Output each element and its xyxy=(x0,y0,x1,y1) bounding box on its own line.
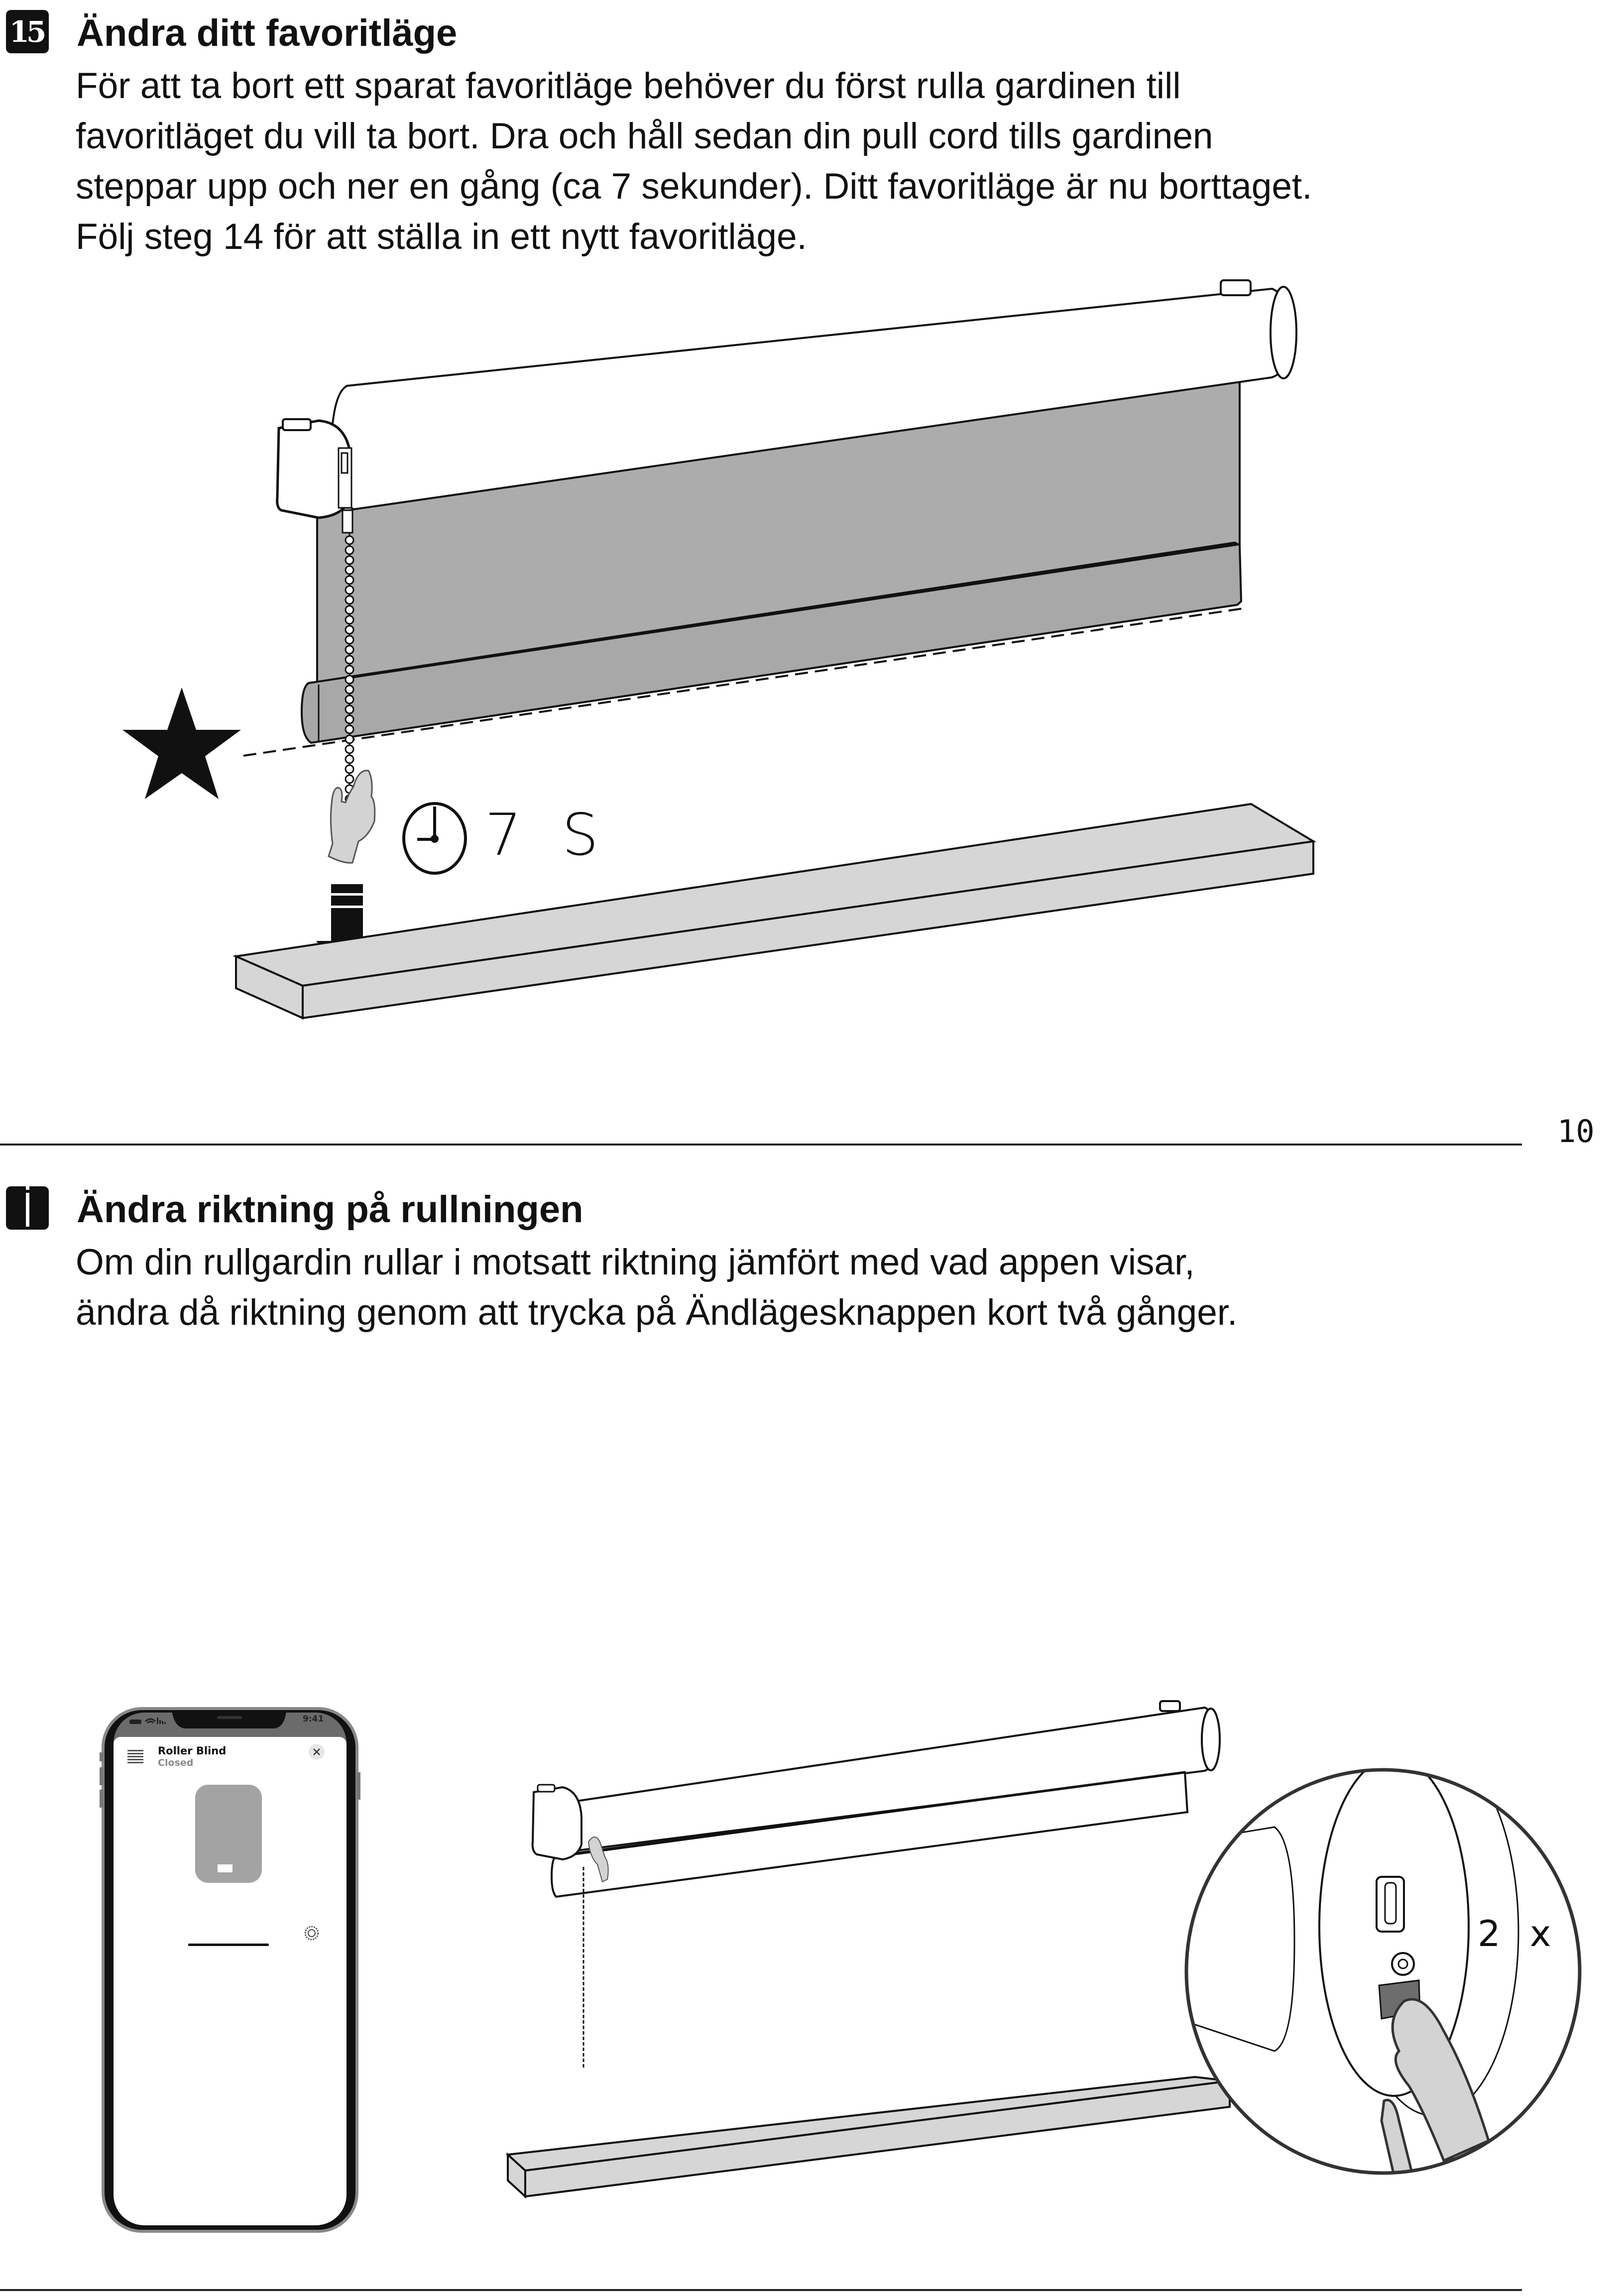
roller-blind-drawing xyxy=(122,279,1316,1020)
step-number-badge: 15 xyxy=(6,10,49,53)
body-line: favoritläget du vill ta bort. Dra och hå… xyxy=(76,116,1213,156)
info-icon xyxy=(25,1184,29,1227)
body-line: steppar upp och ner en gång (ca 7 sekund… xyxy=(76,166,1312,207)
bottom-divider xyxy=(0,2289,1522,2291)
status-battery-icon xyxy=(129,1720,141,1724)
settings-gear-icon xyxy=(304,1926,319,1941)
close-icon xyxy=(309,1744,325,1760)
body-line: Följ steg 14 för att ställa in ett nytt … xyxy=(76,217,807,257)
device-state: Closed xyxy=(158,1757,194,1768)
end-position-button-detail xyxy=(1186,1770,1580,2173)
body-line: För att ta bort ett sparat favoritläge b… xyxy=(76,66,1181,106)
section-divider xyxy=(0,1144,1522,1146)
body-line: Om din rullgardin rullar i motsatt riktn… xyxy=(76,1242,1195,1282)
blind-control-tile xyxy=(195,1785,262,1883)
body-line: ändra då riktning genom att trycka på Än… xyxy=(76,1292,1238,1333)
hand-icon xyxy=(587,1837,609,1883)
favorite-position-dashed-line xyxy=(243,607,1248,757)
signal-icon xyxy=(157,1718,166,1724)
press-count-label: 2 x xyxy=(1478,1913,1560,1954)
section-title: Ändra riktning på rullningen xyxy=(77,1188,583,1231)
finger-press-icon xyxy=(1391,1998,1491,2163)
section-title: Ändra ditt favoritläge xyxy=(77,12,458,54)
bottom-bar xyxy=(300,541,1243,744)
page-number: 10 xyxy=(1557,1113,1595,1149)
floor-board xyxy=(505,2075,1231,2199)
bottom-bar xyxy=(550,1771,1189,1898)
wifi-icon xyxy=(144,1718,156,1724)
info-badge xyxy=(6,1184,49,1230)
hold-duration-label: 7 S xyxy=(485,802,610,869)
status-time: 9:41 xyxy=(303,1714,324,1724)
end-cap-right xyxy=(1270,286,1297,379)
bracket-right xyxy=(1220,279,1252,296)
device-name[interactable]: Roller Blind xyxy=(158,1745,227,1757)
step-number: 15 xyxy=(9,14,47,49)
hand-icon xyxy=(328,770,376,864)
floor-board xyxy=(232,803,1316,1020)
blind-icon xyxy=(127,1750,143,1763)
clock-icon xyxy=(402,802,467,875)
star-icon xyxy=(122,688,241,799)
